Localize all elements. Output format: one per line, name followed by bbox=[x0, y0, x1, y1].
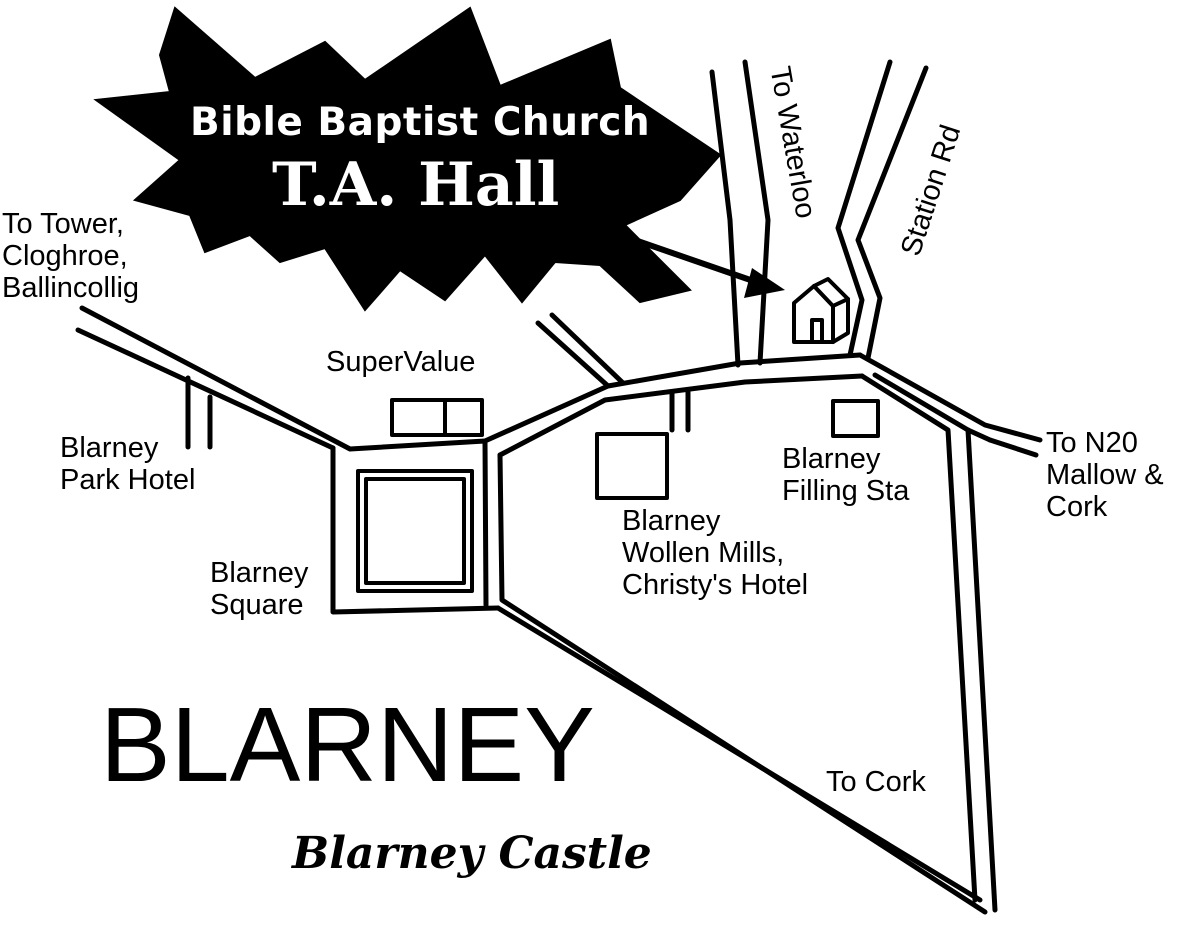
blarney-square-outer bbox=[356, 469, 474, 593]
label-supervalue: SuperValue bbox=[326, 346, 476, 378]
road-waterloo-right bbox=[742, 59, 771, 366]
label-blarney-square: Blarney Square bbox=[210, 557, 309, 621]
label-filling-station: Blarney Filling Sta bbox=[782, 443, 910, 507]
label-to-n20: To N20 Mallow & Cork bbox=[1046, 427, 1164, 523]
town-name: BLARNEY bbox=[100, 686, 595, 804]
supervalue-building bbox=[390, 398, 484, 437]
filling-station-building bbox=[831, 399, 880, 438]
label-to-tower: To Tower, Cloghroe, Ballincollig bbox=[2, 208, 140, 304]
banner-starburst bbox=[93, 6, 722, 312]
blarney-square-inner bbox=[364, 477, 466, 585]
road-cork-east bbox=[495, 605, 983, 903]
road-n20-end bbox=[987, 437, 1039, 458]
road-east-inner bbox=[859, 373, 978, 903]
road-waterloo-left bbox=[709, 69, 741, 368]
station-rd-right bbox=[855, 65, 929, 361]
road-to-tower bbox=[79, 305, 488, 452]
banner-hall-name: T.A. Hall bbox=[272, 150, 560, 220]
main-road-south bbox=[497, 373, 865, 458]
road-to-tower-lower bbox=[75, 327, 336, 451]
station-rd-left bbox=[835, 59, 893, 358]
banner-church-name: Bible Baptist Church bbox=[190, 100, 651, 145]
label-to-cork: To Cork bbox=[826, 766, 926, 798]
woollen-mills-building bbox=[595, 432, 669, 500]
arrow-icon bbox=[599, 225, 785, 298]
main-road-north bbox=[482, 352, 863, 444]
square-road-right bbox=[482, 438, 489, 608]
side-road-nw-upper bbox=[535, 320, 611, 389]
road-east-outer bbox=[965, 427, 998, 913]
side-road-nw-lower bbox=[549, 312, 625, 385]
house-icon bbox=[792, 277, 850, 344]
label-park-hotel: Blarney Park Hotel bbox=[60, 432, 196, 496]
label-blarney-castle: Blarney Castle bbox=[292, 828, 652, 879]
road-n20-upper bbox=[857, 352, 1043, 443]
road-n20-lower bbox=[872, 372, 971, 433]
square-road-outline bbox=[330, 445, 501, 615]
road-east-link bbox=[965, 427, 993, 443]
label-woollen-mills: Blarney Wollen Mills, Christy's Hotel bbox=[622, 505, 809, 601]
